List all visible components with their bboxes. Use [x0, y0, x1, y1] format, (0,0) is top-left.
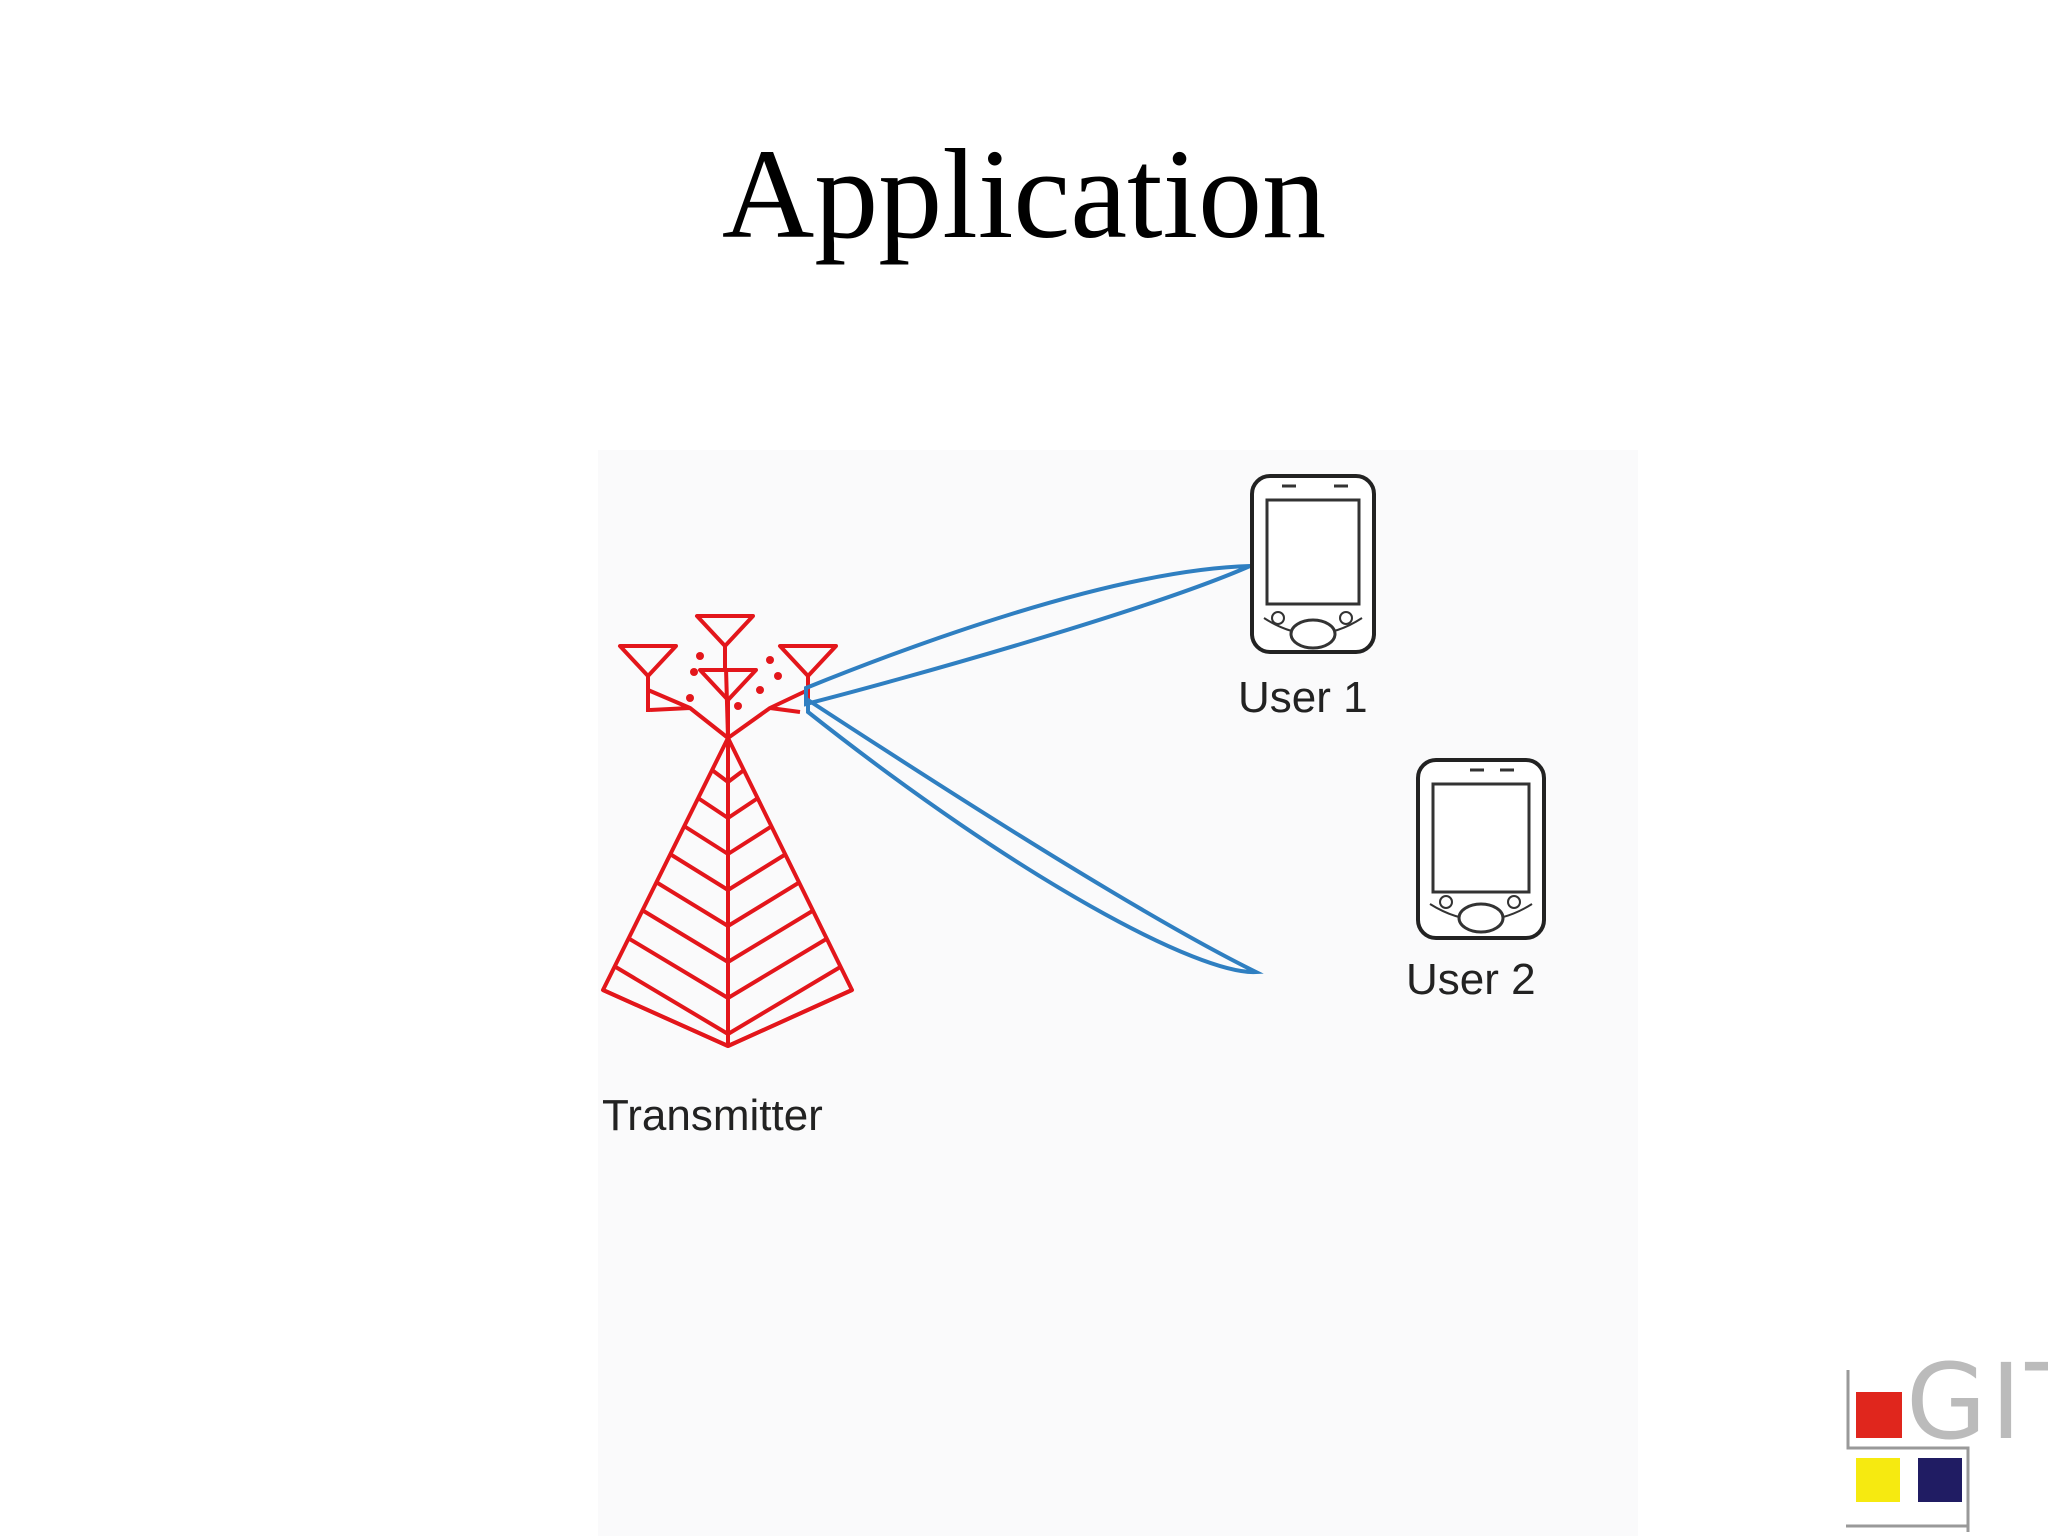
transmitter-label: Transmitter: [602, 1091, 823, 1140]
beam-to-user-2: [806, 696, 1264, 975]
diagram-image-backdrop: [598, 450, 1638, 1536]
beam-to-user-1: [804, 564, 1251, 707]
transmitter-tower-icon: [601, 614, 854, 1048]
signal-dots: [686, 652, 782, 710]
user-2-label: User 2: [1406, 955, 1536, 1004]
user-2-device: [1416, 758, 1546, 940]
user-1-label: User 1: [1238, 673, 1368, 722]
git-logo: GIT: [1846, 1341, 2048, 1532]
logo-text: GIT: [1906, 1341, 2048, 1463]
user-1-device: [1250, 474, 1376, 654]
beam-lobes: [804, 564, 1264, 975]
slide-title: Application: [721, 123, 1327, 265]
